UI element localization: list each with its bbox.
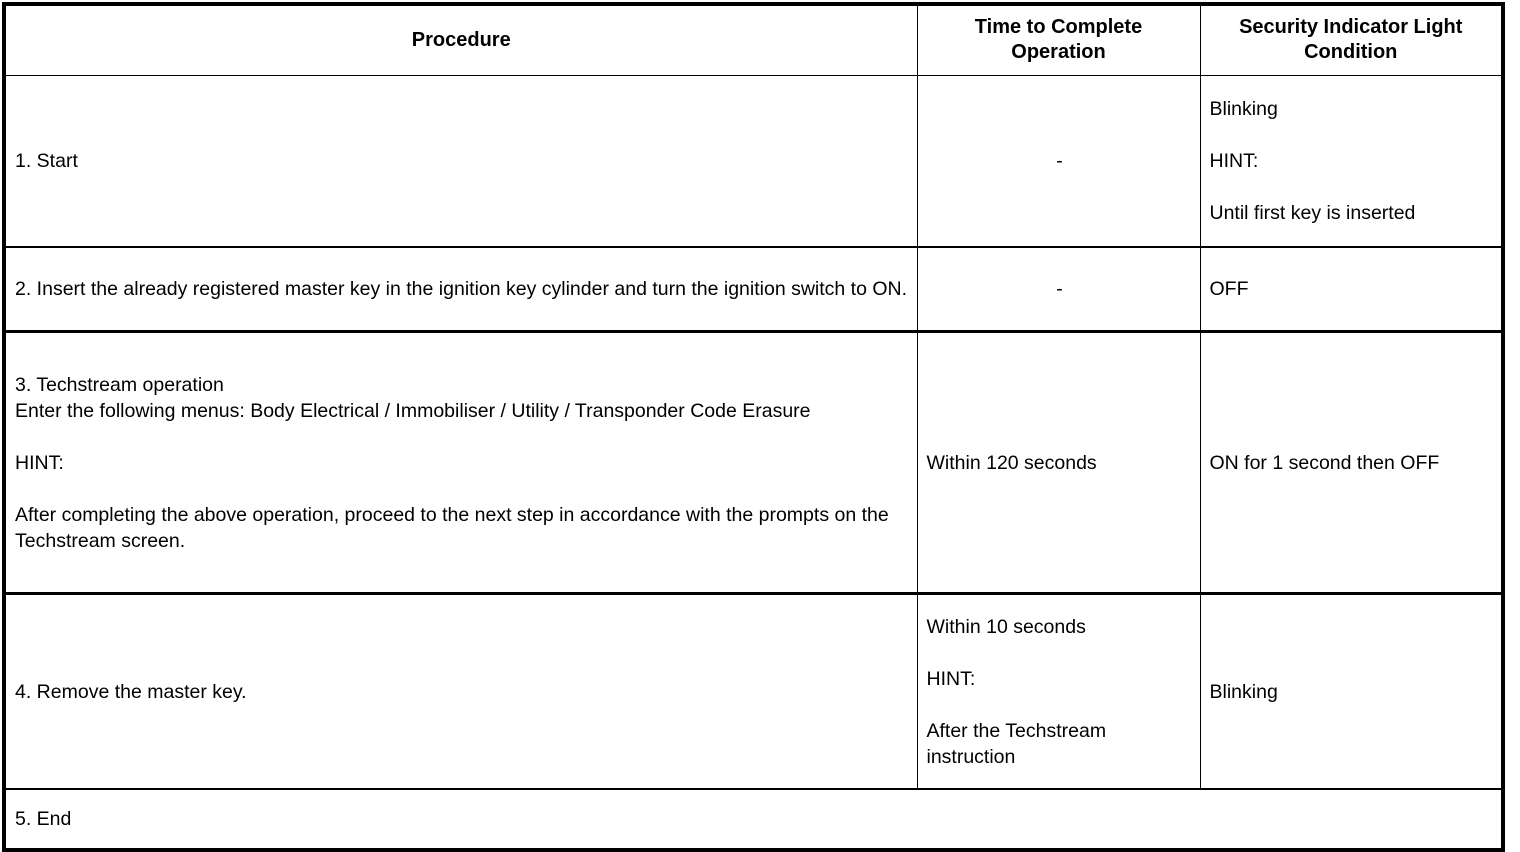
cell-procedure-step-5: 5. End: [4, 788, 1503, 850]
column-header-procedure: Procedure: [4, 3, 918, 76]
light-hint-text: Until first key is inserted: [1209, 202, 1416, 224]
cell-light-step-1: Blinking HINT: Until first key is insert…: [1199, 75, 1503, 248]
table-row: 2. Insert the already registered master …: [4, 246, 1503, 333]
procedure-hint-label: HINT:: [15, 451, 64, 474]
time-paragraph: Within 10 seconds: [926, 615, 1086, 638]
cell-time-step-4: Within 10 seconds HINT: After the Techst…: [916, 593, 1201, 790]
table-row: 4. Remove the master key. Within 10 seco…: [4, 593, 1503, 790]
cell-procedure-step-4: 4. Remove the master key.: [4, 593, 918, 790]
light-paragraph: Blinking: [1209, 98, 1278, 120]
cell-procedure-step-3: 3. Techstream operation Enter the follow…: [4, 331, 918, 595]
procedure-title: 3. Techstream operation: [15, 373, 224, 396]
column-header-time-to-complete-operation: Time to Complete Operation: [916, 3, 1201, 76]
time-hint-text: After the Techstream instruction: [926, 719, 1107, 768]
cell-light-step-3: ON for 1 second then OFF: [1199, 331, 1503, 595]
cell-time-step-2: -: [916, 246, 1201, 333]
column-header-security-indicator-light-condition: Security Indicator Light Condition: [1199, 3, 1503, 76]
cell-time-step-1: -: [916, 75, 1201, 248]
cell-procedure-step-1: 1. Start: [4, 75, 918, 248]
table-header: Procedure Time to Complete Operation Sec…: [4, 3, 1503, 76]
table-row: 1. Start - Blinking HINT: Until first ke…: [4, 75, 1503, 248]
cell-light-step-4: Blinking: [1199, 593, 1503, 790]
procedure-menu-path: Enter the following menus: Body Electric…: [15, 399, 811, 422]
table-row: 5. End: [4, 788, 1503, 850]
cell-light-step-2: OFF: [1199, 246, 1503, 333]
header-row: Procedure Time to Complete Operation Sec…: [4, 3, 1503, 76]
cell-time-step-3: Within 120 seconds: [916, 331, 1201, 595]
table-body: 1. Start - Blinking HINT: Until first ke…: [4, 75, 1503, 850]
time-hint-label: HINT:: [926, 667, 976, 690]
cell-procedure-step-2: 2. Insert the already registered master …: [4, 246, 918, 333]
procedure-hint-text: After completing the above operation, pr…: [15, 503, 889, 552]
light-hint-label: HINT:: [1209, 150, 1259, 172]
table-row: 3. Techstream operation Enter the follow…: [4, 331, 1503, 595]
